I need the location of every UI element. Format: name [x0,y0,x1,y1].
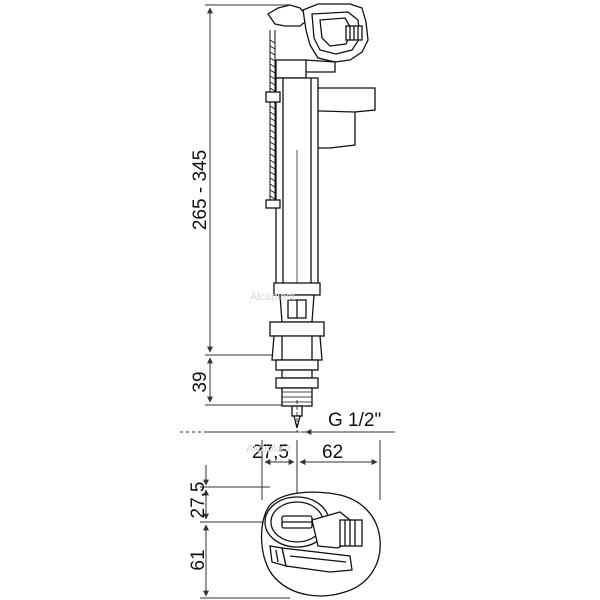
fill-valve-side-view [265,3,376,432]
fill-valve-top-view [260,491,381,597]
thread-height-label: 39 [190,371,211,392]
total-height-label: 265 - 345 [190,150,211,230]
watermark-2: Alcaplast [246,443,291,455]
offset-width-label: 62 [322,442,343,463]
top-view-offset-label: 27,5 [188,482,209,519]
watermark: Alcaplast [250,291,295,303]
top-view-depth-label: 61 [188,549,209,570]
thread-size-label: G 1/2" [328,410,381,431]
dimension-labels: 265 - 345 39 G 1/2" 27,5 62 27,5 61 Alca… [188,150,381,571]
dimension-lines-top-view [200,440,381,599]
offset-center-label: 27,5 [252,442,289,463]
dimension-lines [180,4,395,435]
